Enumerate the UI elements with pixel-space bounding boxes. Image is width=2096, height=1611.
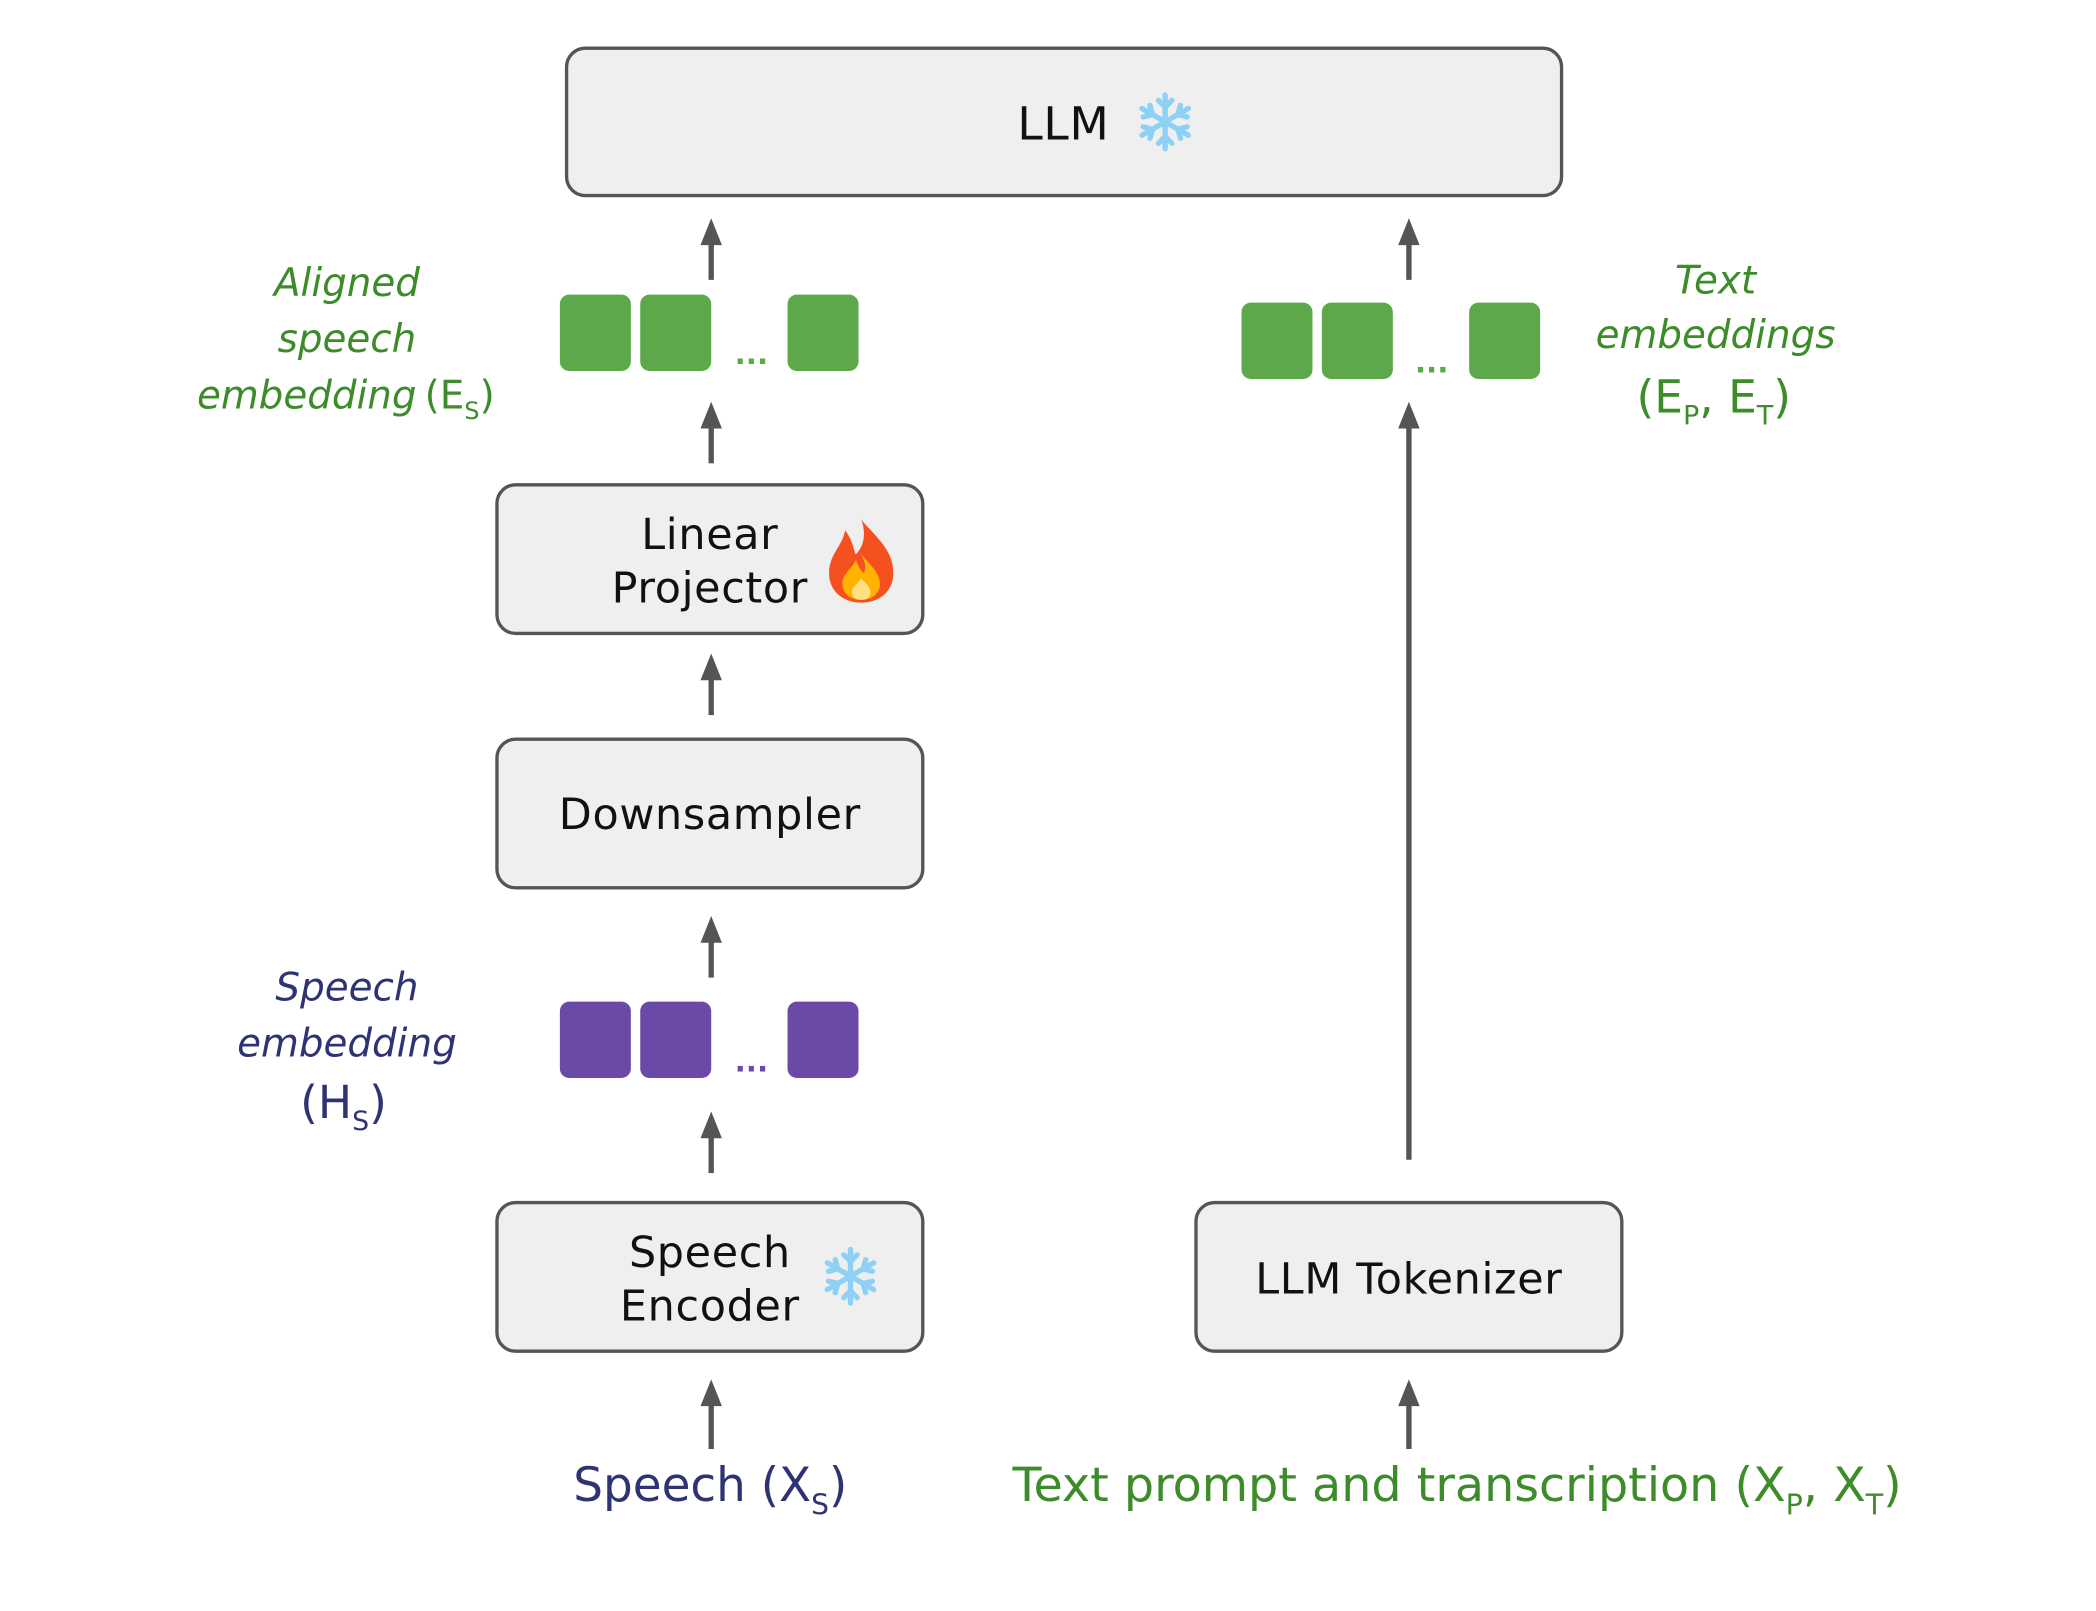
speech-input-label: Speech (XS) [573,1458,847,1521]
embedding-token [1321,302,1393,379]
ellipsis: ... [735,337,769,371]
aligned-speech-embedding-tokens: ... [559,294,859,371]
llm-tokenizer-label: LLM Tokenizer [1255,1255,1562,1305]
label-line: Aligned [271,261,420,306]
label-subscript: P [1683,401,1699,432]
downsampler-box: Downsampler [495,737,925,890]
arrow [1398,401,1420,1160]
text-embedding-tokens: ... [1241,302,1541,379]
arrow [700,653,722,716]
linear-projector-box: Linear Projector [495,483,925,636]
embedding-token [787,294,859,371]
label-subscript: S [811,1489,829,1522]
ellipsis: ... [735,1044,769,1078]
label-subscript: T [1756,401,1774,432]
arrow [700,1111,722,1174]
label-symbol: (E [1637,370,1684,423]
arrow [700,1379,722,1449]
label-symbol: ) [1883,1458,1902,1513]
label-subscript: S [464,397,479,425]
embedding-token [1469,302,1541,379]
arrow [700,915,722,978]
llm-label: LLM [1017,97,1109,150]
arrow [1398,218,1420,280]
linear-projector-label-line2: Projector [612,564,808,614]
label-symbol: ) [1773,370,1791,423]
label-symbol: , E [1699,370,1757,423]
label-text: Text prompt and transcription (X [1011,1458,1785,1513]
label-symbol: ) [829,1458,847,1513]
speech-encoder-label-line1: Speech [629,1228,791,1278]
label-line: Text [1675,258,1758,303]
speech-encoder-label-line2: Encoder [620,1281,800,1331]
embedding-token [559,1001,631,1079]
label-subscript: P [1786,1489,1803,1522]
text-embeddings-label: Text embeddings (EP, ET) [1596,258,1836,431]
embedding-token [559,294,631,371]
label-word: embedding [197,373,417,418]
fire-icon [829,519,894,603]
label-subscript: T [1865,1489,1884,1522]
label-line: (EP, ET) [1637,370,1792,431]
label-subscript: S [352,1106,369,1137]
embedding-token [640,294,712,371]
speech-embedding-label: Speech embedding (HS) [237,965,457,1137]
label-line: Speech [275,965,418,1010]
arrow [1398,1379,1420,1449]
embedding-token [787,1001,859,1079]
label-line: embeddings [1596,313,1836,358]
label-symbol: (H [300,1076,352,1129]
llm-box: LLM [564,46,1564,198]
label-line: speech [278,317,417,362]
label-symbol: ) [369,1076,387,1129]
arrow [700,218,722,280]
label-symbol: (E [425,373,465,418]
downsampler-label: Downsampler [559,790,861,840]
label-line: embedding [237,1022,457,1067]
embedding-token [640,1001,712,1079]
speech-encoder-box: Speech Encoder [495,1200,925,1353]
label-symbol: , X [1803,1458,1866,1513]
llm-tokenizer-box: LLM Tokenizer [1194,1200,1624,1353]
speech-embedding-tokens: ... [559,1001,859,1079]
aligned-speech-embedding-label: Aligned speech embedding(ES) [197,261,495,425]
linear-projector-label-line1: Linear [641,510,778,560]
ellipsis: ... [1415,345,1449,379]
label-symbol: ) [480,373,495,418]
label-line: embedding(ES) [197,373,495,425]
embedding-token [1241,302,1313,379]
label-text: Speech (X [573,1458,811,1513]
arrow [700,401,722,464]
label-line: (HS) [300,1076,387,1137]
